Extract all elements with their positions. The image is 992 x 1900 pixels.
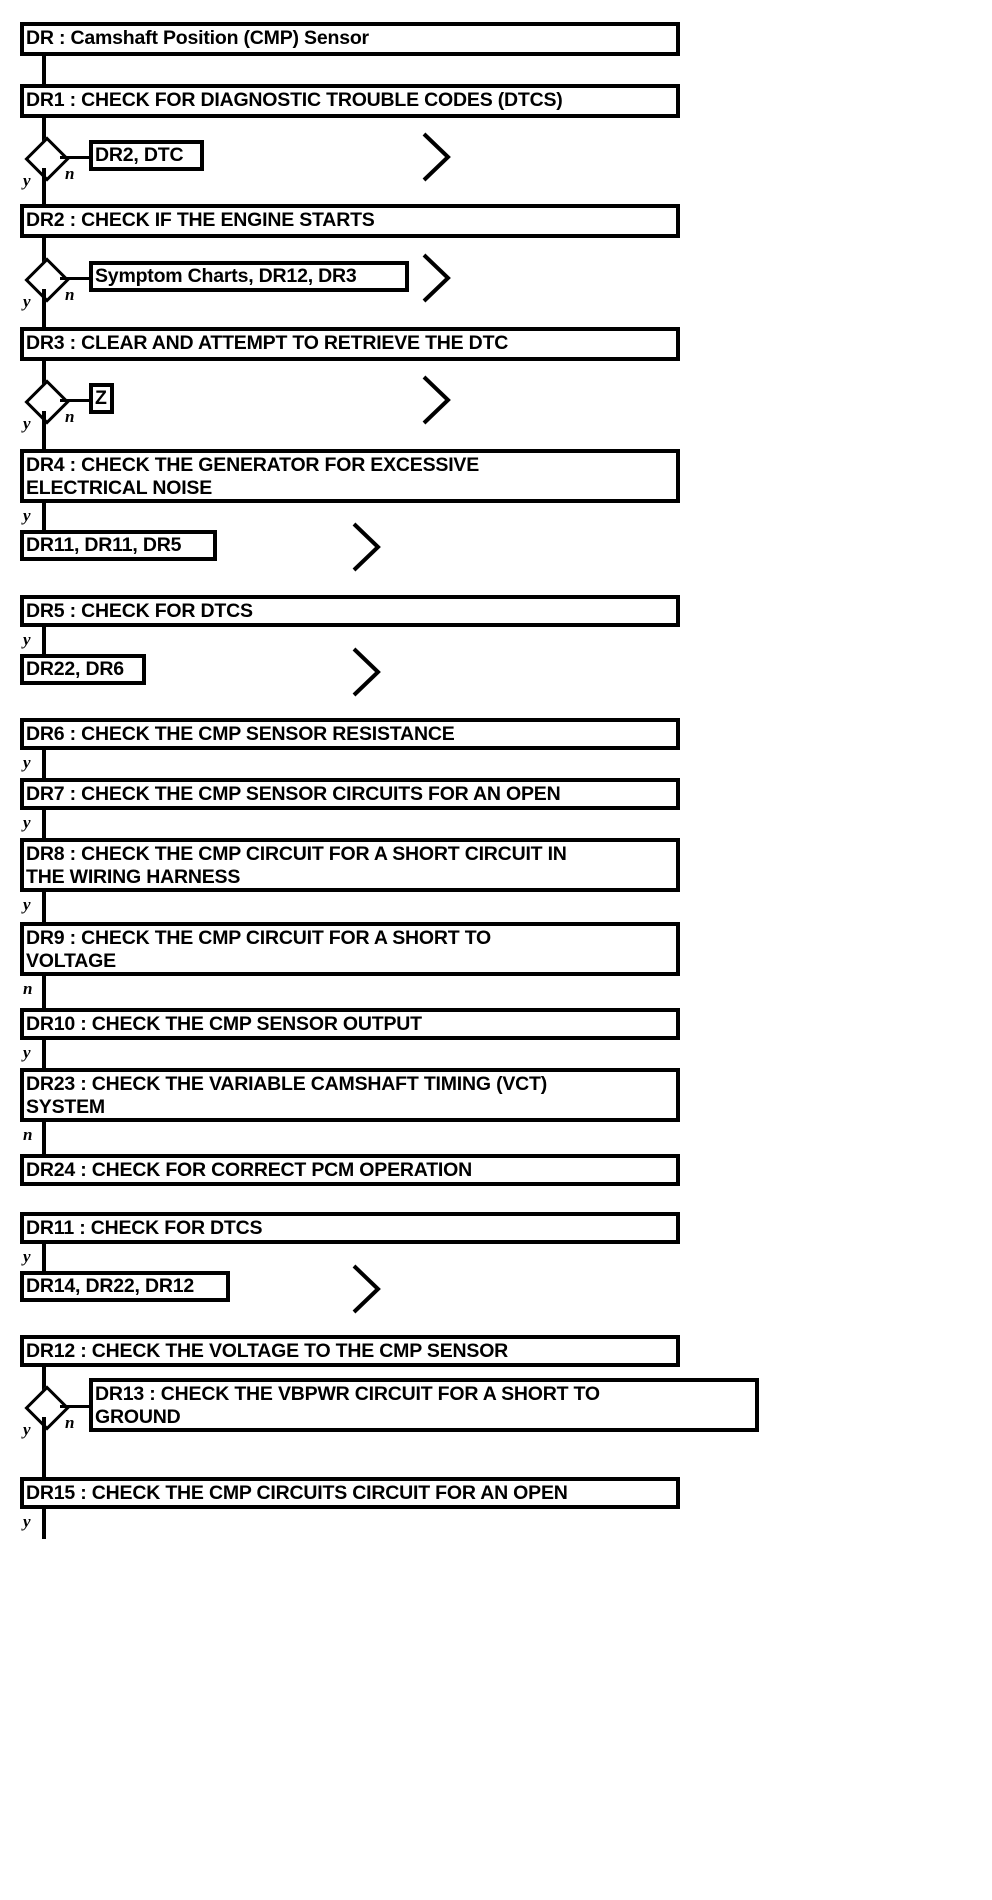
connector-dr12-to-dr15 [42,1417,46,1477]
step-box-dr4[interactable]: DR4 : CHECK THE GENERATOR FOR EXCESSIVE … [20,449,680,503]
branch-label-dr8-yes: y [23,895,31,914]
connector-dr2-no [60,277,93,280]
connector-dr5-to-ref [42,627,46,654]
ref-label-symptom-charts: Symptom Charts, DR12, DR3 [95,265,357,287]
step-box-dr6[interactable]: DR6 : CHECK THE CMP SENSOR RESISTANCE [20,718,680,750]
offpage-chevron-dr2 [420,251,454,305]
step-label-dr: DR : Camshaft Position (CMP) Sensor [26,27,369,49]
connector-dr1-no [60,156,93,159]
step-label-dr15: DR15 : CHECK THE CMP CIRCUITS CIRCUIT FO… [26,1482,568,1504]
branch-label-dr12-no: n [65,1413,75,1432]
ref-box-dr22-dr6[interactable]: DR22, DR6 [20,654,146,685]
branch-label-dr1-yes: y [23,171,31,190]
connector-dr12-to-decision [42,1367,46,1393]
connector-dr15-exit [42,1509,46,1539]
connector-dr7-to-dr8 [42,810,46,838]
connector-dr12-no [60,1405,93,1408]
connector-dr1-to-decision [42,118,46,144]
step-box-dr11[interactable]: DR11 : CHECK FOR DTCS [20,1212,680,1244]
decision-diamond-dr12[interactable] [24,1385,70,1431]
branch-label-dr15-yes: y [23,1512,31,1531]
decision-diamond-dr3[interactable] [24,379,70,425]
step-label-dr5: DR5 : CHECK FOR DTCS [26,600,253,622]
ref-label-dr2-dtc: DR2, DTC [95,144,184,166]
branch-label-dr5-yes: y [23,630,31,649]
branch-label-dr1-no: n [65,164,75,183]
branch-label-dr3-no: n [65,407,75,426]
step-box-dr5[interactable]: DR5 : CHECK FOR DTCS [20,595,680,627]
branch-label-dr9-no: n [23,979,33,998]
connector-dr3-to-decision [42,361,46,387]
ref-label-z: Z [95,387,107,409]
step-label-dr9: DR9 : CHECK THE CMP CIRCUIT FOR A SHORT … [26,927,492,972]
decision-diamond-dr2[interactable] [24,257,70,303]
step-box-dr8[interactable]: DR8 : CHECK THE CMP CIRCUIT FOR A SHORT … [20,838,680,892]
branch-label-dr11-yes: y [23,1247,31,1266]
step-label-dr3: DR3 : CLEAR AND ATTEMPT TO RETRIEVE THE … [26,332,509,354]
step-label-dr12: DR12 : CHECK THE VOLTAGE TO THE CMP SENS… [26,1340,509,1362]
connector-dr8-to-dr9 [42,892,46,922]
branch-label-dr2-yes: y [23,292,31,311]
ref-label-dr11-dr11-dr5: DR11, DR11, DR5 [26,534,182,556]
step-label-dr7: DR7 : CHECK THE CMP SENSOR CIRCUITS FOR … [26,783,561,805]
connector-dr2-to-decision [42,238,46,264]
branch-label-dr2-no: n [65,285,75,304]
step-box-dr1[interactable]: DR1 : CHECK FOR DIAGNOSTIC TROUBLE CODES… [20,84,680,118]
step-label-dr13: DR13 : CHECK THE VBPWR CIRCUIT FOR A SHO… [95,1383,600,1428]
connector-dr23-to-dr24 [42,1122,46,1154]
step-box-dr9[interactable]: DR9 : CHECK THE CMP CIRCUIT FOR A SHORT … [20,922,680,976]
connector-dr3-no [60,399,93,402]
branch-label-dr12-yes: y [23,1420,31,1439]
branch-label-dr6-yes: y [23,753,31,772]
connector-dr6-to-dr7 [42,750,46,778]
ref-box-dr14-dr22-dr12[interactable]: DR14, DR22, DR12 [20,1271,230,1302]
step-box-dr3[interactable]: DR3 : CLEAR AND ATTEMPT TO RETRIEVE THE … [20,327,680,361]
step-label-dr4: DR4 : CHECK THE GENERATOR FOR EXCESSIVE … [26,454,480,499]
offpage-chevron-dr11 [350,1262,384,1316]
step-label-dr2: DR2 : CHECK IF THE ENGINE STARTS [26,209,375,231]
step-box-dr23[interactable]: DR23 : CHECK THE VARIABLE CAMSHAFT TIMIN… [20,1068,680,1122]
connector-dr3-to-dr4 [42,411,46,449]
step-label-dr11: DR11 : CHECK FOR DTCS [26,1217,263,1239]
branch-label-dr3-yes: y [23,414,31,433]
connector-dr2-to-dr3 [42,289,46,327]
connector-dr1-to-dr2 [42,168,46,204]
ref-box-z[interactable]: Z [89,383,114,414]
step-box-dr7[interactable]: DR7 : CHECK THE CMP SENSOR CIRCUITS FOR … [20,778,680,810]
step-box-dr12[interactable]: DR12 : CHECK THE VOLTAGE TO THE CMP SENS… [20,1335,680,1367]
offpage-chevron-dr1 [420,130,454,184]
branch-label-dr7-yes: y [23,813,31,832]
branch-label-dr10-yes: y [23,1043,31,1062]
step-box-dr15[interactable]: DR15 : CHECK THE CMP CIRCUITS CIRCUIT FO… [20,1477,680,1509]
offpage-chevron-dr4 [350,520,384,574]
step-box-dr2[interactable]: DR2 : CHECK IF THE ENGINE STARTS [20,204,680,238]
branch-label-dr4-yes: y [23,506,31,525]
ref-box-dr2-dtc[interactable]: DR2, DTC [89,140,204,171]
connector-dr-to-dr1 [42,56,46,84]
connector-dr10-to-dr23 [42,1040,46,1068]
step-box-dr[interactable]: DR : Camshaft Position (CMP) Sensor [20,22,680,56]
step-label-dr6: DR6 : CHECK THE CMP SENSOR RESISTANCE [26,723,455,745]
offpage-chevron-dr5 [350,645,384,699]
branch-label-dr23-no: n [23,1125,33,1144]
step-label-dr1: DR1 : CHECK FOR DIAGNOSTIC TROUBLE CODES… [26,89,563,111]
ref-label-dr14-dr22-dr12: DR14, DR22, DR12 [26,1275,195,1297]
step-box-dr13[interactable]: DR13 : CHECK THE VBPWR CIRCUIT FOR A SHO… [89,1378,759,1432]
ref-label-dr22-dr6: DR22, DR6 [26,658,124,680]
step-label-dr8: DR8 : CHECK THE CMP CIRCUIT FOR A SHORT … [26,843,567,888]
offpage-chevron-dr3 [420,373,454,427]
step-label-dr23: DR23 : CHECK THE VARIABLE CAMSHAFT TIMIN… [26,1073,548,1118]
connector-dr9-to-dr10 [42,976,46,1008]
step-box-dr10[interactable]: DR10 : CHECK THE CMP SENSOR OUTPUT [20,1008,680,1040]
ref-box-symptom-charts[interactable]: Symptom Charts, DR12, DR3 [89,261,409,292]
ref-box-dr11-dr11-dr5[interactable]: DR11, DR11, DR5 [20,530,217,561]
step-box-dr24[interactable]: DR24 : CHECK FOR CORRECT PCM OPERATION [20,1154,680,1186]
connector-dr4-to-ref [42,503,46,530]
connector-dr11-to-ref [42,1244,46,1271]
decision-diamond-dr1[interactable] [24,136,70,182]
step-label-dr10: DR10 : CHECK THE CMP SENSOR OUTPUT [26,1013,422,1035]
step-label-dr24: DR24 : CHECK FOR CORRECT PCM OPERATION [26,1159,472,1181]
